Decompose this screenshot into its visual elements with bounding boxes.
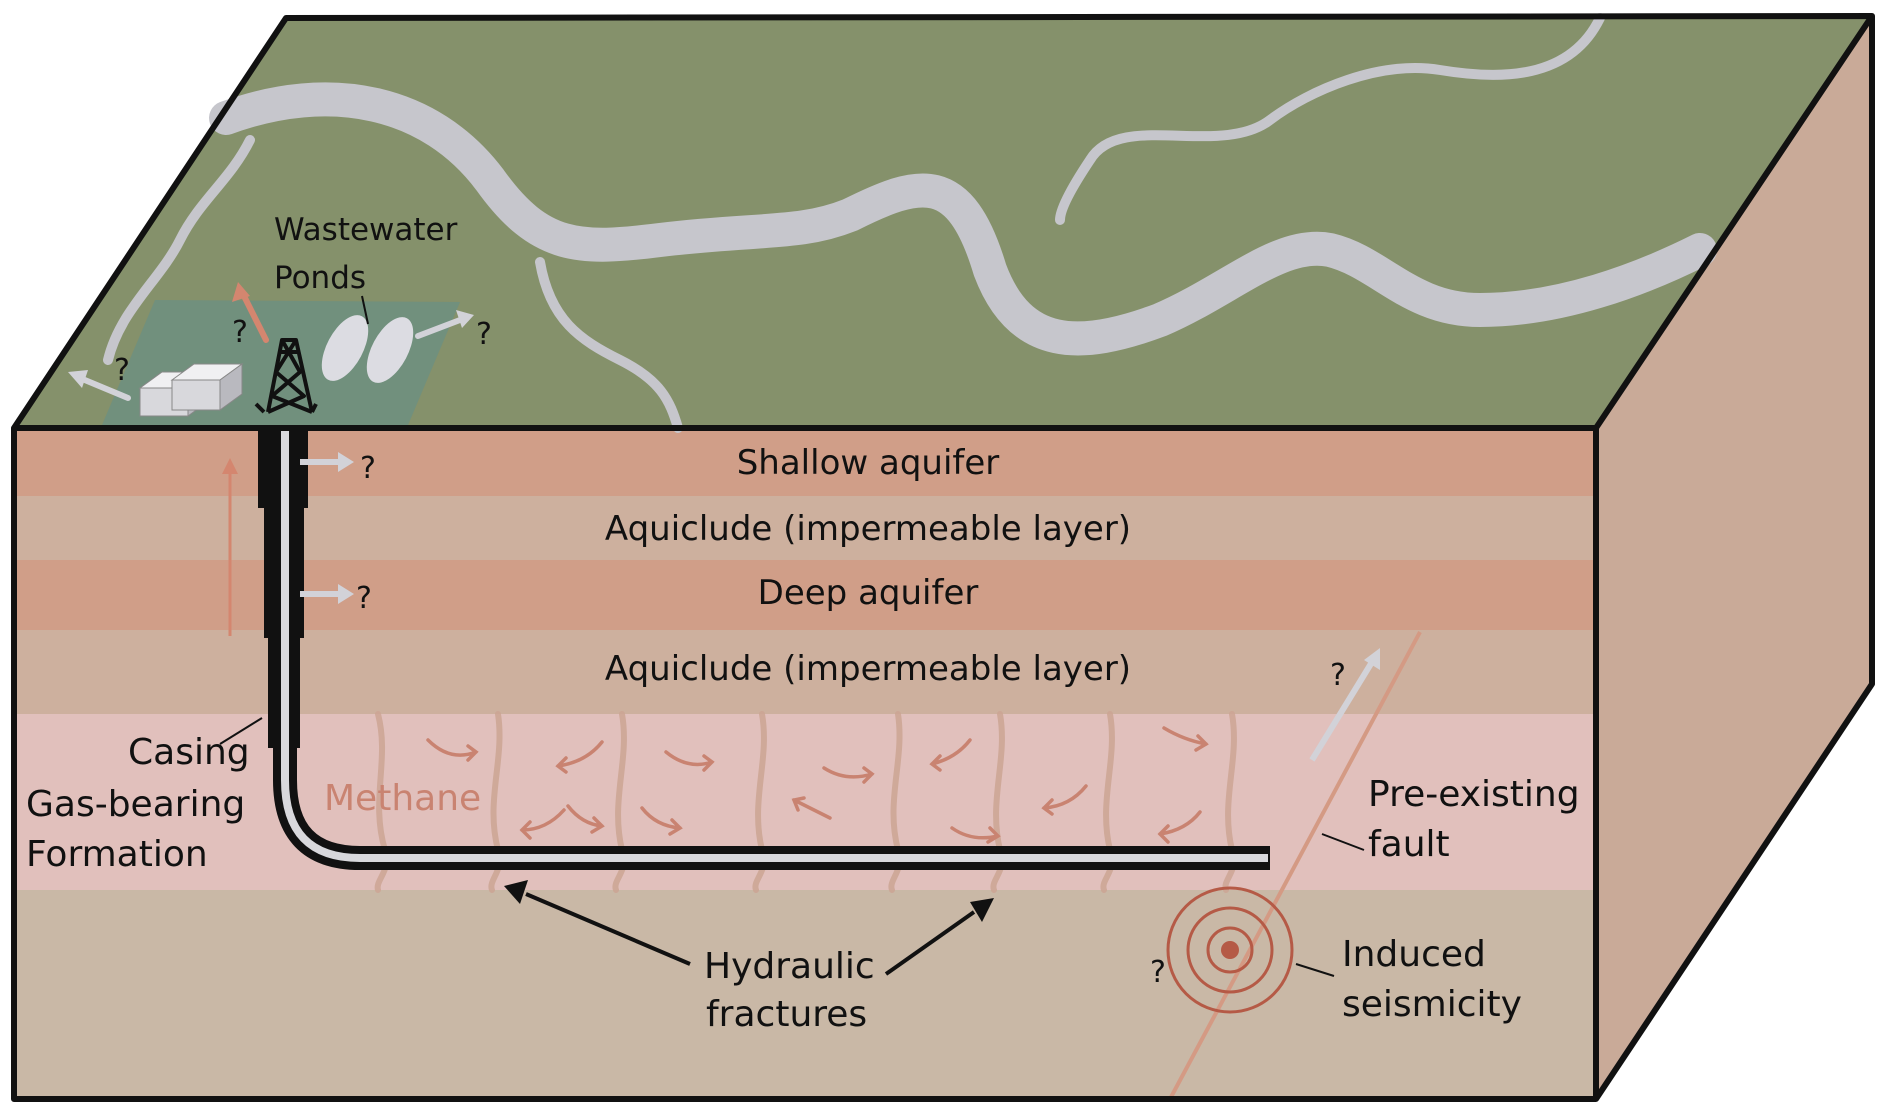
tributary-west [103,135,255,365]
seismicity-leader [1295,963,1335,977]
lower-aquiclude-label: Aquiclude (impermeable layer) [605,649,1131,689]
casing-leak-arrows [300,452,354,604]
methane-upward-arrow [222,458,238,636]
hydraulic-fracture-lines [374,711,1237,893]
unknown-marker-pond: ? [476,317,492,352]
shallow-aquifer-label: Shallow aquifer [737,443,1000,483]
fracture [1100,711,1115,893]
fracture [888,711,903,893]
river-network [103,13,1717,433]
hydraulic-fractures-pointer-left [504,880,691,966]
methane-arrow [791,796,832,820]
deep-aquifer-label: Deep aquifer [758,573,979,613]
fracture [752,711,767,893]
hydraulic-fractures-pointer-right [884,898,994,976]
fault-label-line2: fault [1368,824,1450,865]
methane-arrow [566,804,605,834]
unknown-marker-pad-left: ? [114,353,130,388]
methane-arrow [426,738,479,762]
methane-arrow [950,826,1001,844]
unknown-marker-air: ? [232,315,248,350]
pond-leak-arrow [415,310,474,339]
induced-seismicity-label-line1: Induced [1342,934,1486,975]
storage-tanks-icon [138,363,244,417]
methane-arrow [929,738,972,772]
methane-arrow [822,766,875,784]
methane-arrow [664,750,715,772]
pad-runoff-arrow-left [68,370,131,401]
induced-seismicity-label-line2: seismicity [1342,984,1522,1025]
methane-arrow [1157,810,1202,844]
unknown-marker-seismicity: ? [1150,955,1166,990]
fracture [488,711,503,893]
wastewater-ponds-label-line2: Ponds [274,260,366,296]
seismic-epicenter [1221,941,1239,959]
surface-leak-arrows [68,282,474,401]
block-outline [11,13,1875,1102]
unknown-marker-fault: ? [1330,658,1346,693]
well-bore [258,428,1270,870]
seismic-rings-icon [1166,886,1294,1014]
tributary-center [535,257,683,433]
fracture [374,711,390,893]
fracture [612,711,627,893]
main-river [209,82,1717,356]
gas-formation-label-line2: Formation [26,834,208,875]
methane-arrow [1162,726,1209,752]
fault-label-line1: Pre-existing [1368,774,1580,815]
hydraulic-fractures-label-line2: fractures [706,994,867,1035]
fracture [1222,711,1237,893]
land-surface [14,16,1872,428]
fault-leader [1321,833,1365,851]
methane-arrow [1041,784,1088,816]
casing-label: Casing [128,732,250,773]
unknown-marker-deep-leak: ? [356,581,372,616]
hydraulic-fractures-label-line1: Hydraulic [704,946,875,987]
methane-arrow [640,806,683,836]
wastewater-ponds-leader [361,295,369,325]
bedrock-layer [14,890,1596,1099]
tributary-northeast [1055,13,1605,225]
methane-arrow [555,740,604,774]
pre-existing-fault-line [1168,631,1422,1100]
drill-rig-icon [254,338,318,414]
methane-arrow [519,808,566,840]
methane-migration-arrows [426,726,1209,844]
methane-label: Methane [324,778,481,819]
wastewater-ponds-icon [321,315,414,383]
fault-migration-arrow [1309,648,1380,762]
gas-formation-label-line1: Gas-bearing [26,784,245,825]
upper-aquiclude-label: Aquiclude (impermeable layer) [605,509,1131,549]
casing-inner [281,430,1268,862]
air-emission-arrow [232,282,269,343]
block-right-face [1596,16,1872,1099]
wastewater-ponds-label-line1: Wastewater [274,212,458,248]
casing-leader [219,717,263,745]
unknown-marker-shallow-leak: ? [360,451,376,486]
